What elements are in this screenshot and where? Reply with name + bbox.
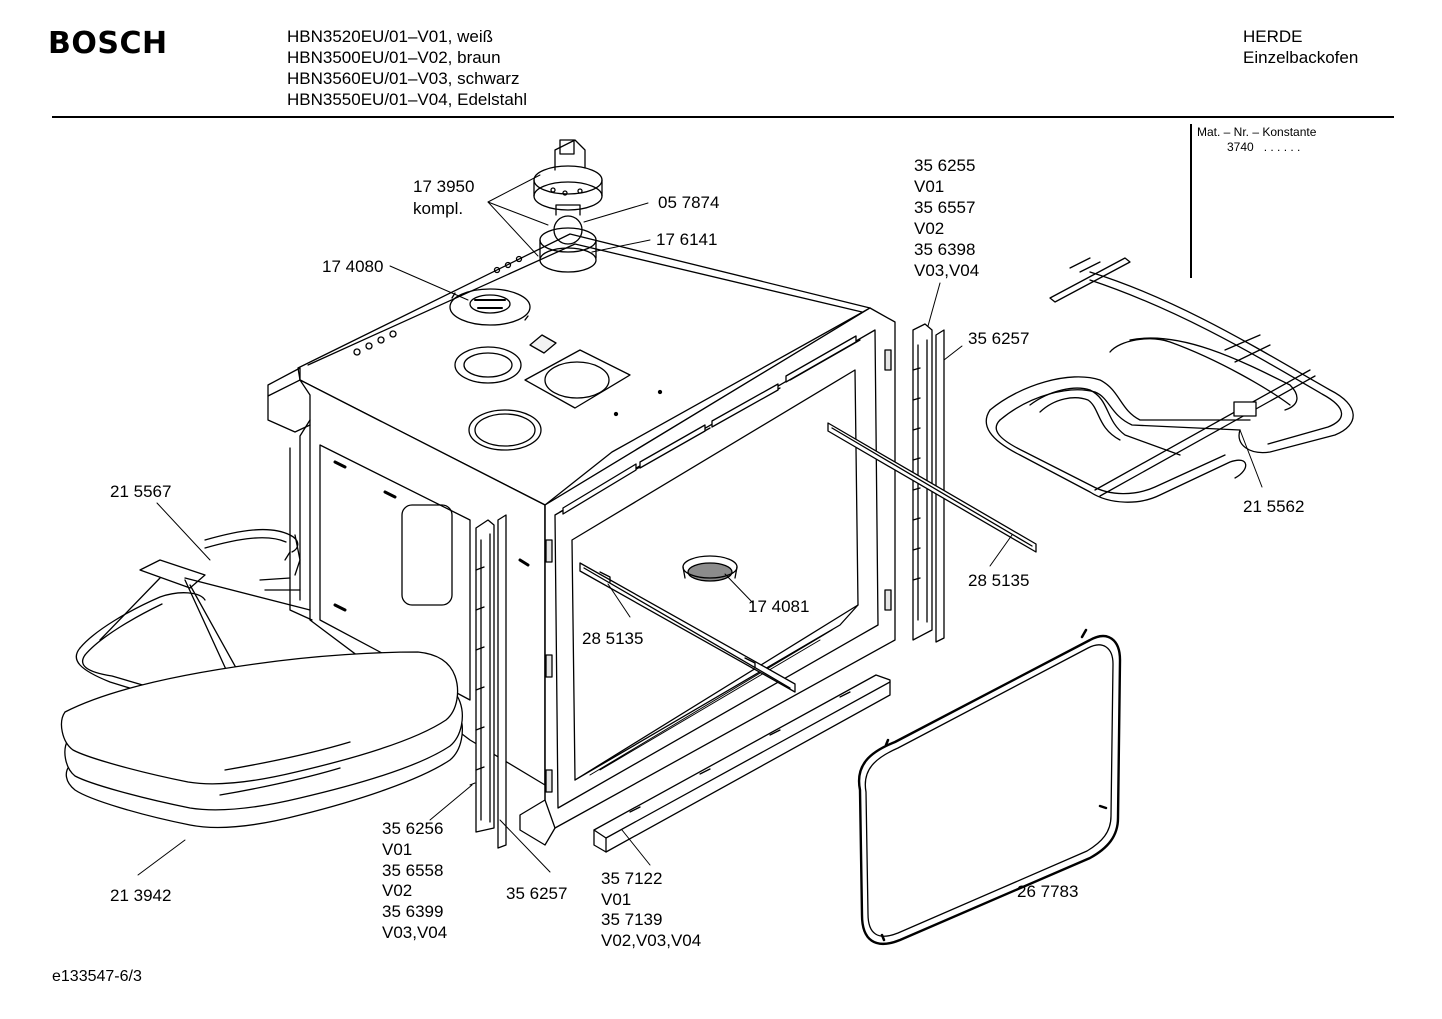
shelf-rail-right xyxy=(828,423,1036,552)
part-label-line: 28 5135 xyxy=(968,571,1029,590)
part-label-174080: 17 4080 xyxy=(322,257,383,276)
part-label-line: 35 6399 xyxy=(382,902,443,921)
thermostat-assembly xyxy=(534,140,602,272)
part-label-057874: 05 7874 xyxy=(658,193,719,212)
document-code: e133547-6/3 xyxy=(52,968,142,985)
part-label-line: 17 3950 xyxy=(413,177,474,196)
part-label-line: V01 xyxy=(601,890,631,909)
part-label-line: 35 6256 xyxy=(382,819,443,838)
material-box-divider xyxy=(1190,124,1192,278)
left-guide-rails xyxy=(476,515,506,848)
part-label-line: 35 6398 xyxy=(914,240,975,259)
brand-logo: BOSCH xyxy=(48,26,168,61)
part-label-285135-right: 28 5135 xyxy=(968,571,1029,590)
part-label-line: V02 xyxy=(914,219,944,238)
part-label-line: 21 5562 xyxy=(1243,497,1304,516)
part-label-line: V02,V03,V04 xyxy=(601,931,701,950)
part-label-356257-bottom: 35 6257 xyxy=(506,884,567,903)
material-box: Mat. – Nr. – Konstante 3740 . . . . . . xyxy=(1197,125,1316,155)
model-line: HBN3520EU/01–V01, weiß xyxy=(287,27,494,46)
part-label-356255: 35 6255 V01 35 6557 V02 35 6398 V03,V04 xyxy=(914,156,980,280)
part-label-line: V03,V04 xyxy=(382,923,447,942)
material-box-dots: . . . . . . xyxy=(1263,140,1301,154)
model-list: HBN3520EU/01–V01, weiß HBN3500EU/01–V02,… xyxy=(287,26,527,110)
part-label-line: V01 xyxy=(914,177,944,196)
part-label-line: 21 3942 xyxy=(110,886,171,905)
part-label-356256: 35 6256 V01 35 6558 V02 35 6399 V03,V04 xyxy=(382,819,448,942)
part-label-line: 17 4080 xyxy=(322,257,383,276)
part-label-173950: 17 3950 kompl. xyxy=(413,177,479,218)
material-box-value-row: 3740 . . . . . . xyxy=(1197,140,1316,155)
part-label-176141: 17 6141 xyxy=(656,230,717,249)
model-line: HBN3560EU/01–V03, schwarz xyxy=(287,69,520,88)
material-box-value: 3740 xyxy=(1227,140,1254,154)
category-title: HERDE xyxy=(1243,27,1303,46)
part-label-line: 26 7783 xyxy=(1017,882,1078,901)
baking-trays xyxy=(62,652,463,828)
part-label-215562: 21 5562 xyxy=(1243,497,1304,516)
part-label-line: 35 6255 xyxy=(914,156,975,175)
part-label-line: V03,V04 xyxy=(914,261,979,280)
part-label-line: 35 6557 xyxy=(914,198,975,217)
part-label-line: 35 7122 xyxy=(601,869,662,888)
part-label-line: 35 7139 xyxy=(601,910,662,929)
part-label-215567: 21 5567 xyxy=(110,482,171,501)
part-label-line: 05 7874 xyxy=(658,193,719,212)
bottom-trim xyxy=(594,675,890,852)
model-line: HBN3500EU/01–V02, braun xyxy=(287,48,501,67)
part-label-line: kompl. xyxy=(413,199,463,218)
part-label-line: V02 xyxy=(382,881,412,900)
leader-lines xyxy=(138,175,1262,875)
material-box-title: Mat. – Nr. – Konstante xyxy=(1197,125,1317,139)
part-label-213942: 21 3942 xyxy=(110,886,171,905)
category-block: HERDE Einzelbackofen xyxy=(1243,26,1358,68)
model-line: HBN3550EU/01–V04, Edelstahl xyxy=(287,90,528,109)
part-label-174081: 17 4081 xyxy=(748,597,809,616)
part-label-line: 35 6257 xyxy=(506,884,567,903)
shelf-rail-left xyxy=(580,563,795,692)
grill-element xyxy=(986,258,1353,502)
part-label-285135-left: 28 5135 xyxy=(582,629,643,648)
part-label-line: 21 5567 xyxy=(110,482,171,501)
part-label-357122: 35 7122 V01 35 7139 V02,V03,V04 xyxy=(601,869,701,950)
part-label-line: 28 5135 xyxy=(582,629,643,648)
category-subtitle: Einzelbackofen xyxy=(1243,48,1359,67)
part-label-line: 17 6141 xyxy=(656,230,717,249)
part-label-line: 35 6257 xyxy=(968,329,1029,348)
header-divider xyxy=(52,116,1394,118)
part-label-line: 17 4081 xyxy=(748,597,809,616)
part-label-356257-right: 35 6257 xyxy=(968,329,1029,348)
part-label-267783: 26 7783 xyxy=(1017,882,1078,901)
part-label-line: 35 6558 xyxy=(382,861,443,880)
door-seal xyxy=(859,630,1120,944)
part-label-line: V01 xyxy=(382,840,412,859)
